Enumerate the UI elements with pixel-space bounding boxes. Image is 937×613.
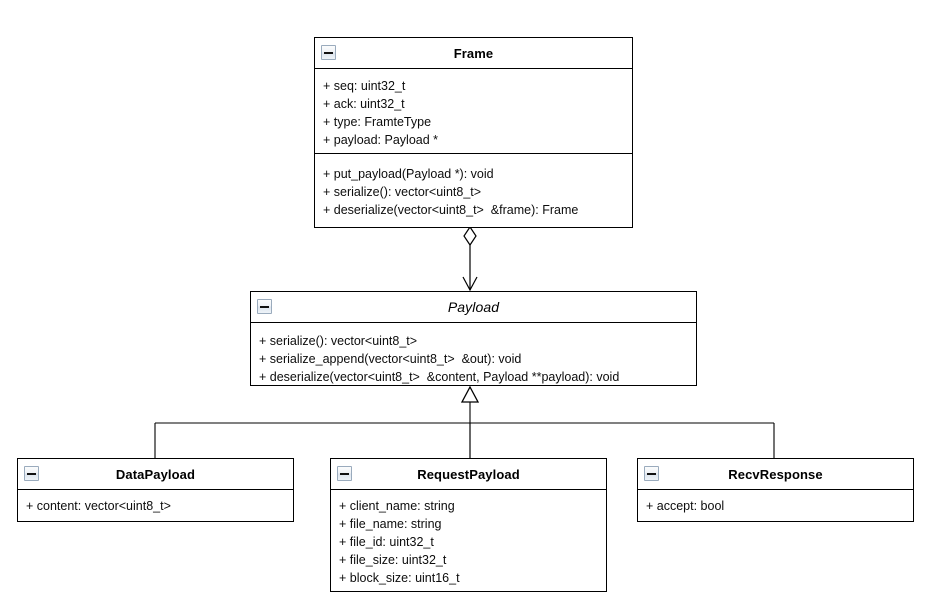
attribute-row: + accept: bool <box>646 499 725 513</box>
class-header-payload: Payload <box>251 292 696 323</box>
method-row: + serialize_append(vector<uint8_t> &out)… <box>259 352 522 366</box>
collapse-minus-icon[interactable] <box>257 299 272 314</box>
attribute-row: + file_name: string <box>339 517 442 531</box>
class-box-datapayload[interactable]: DataPayload + content: vector<uint8_t> <box>17 458 294 522</box>
attributes-compartment-recvresponse: + accept: bool <box>638 490 913 522</box>
method-row: + deserialize(vector<uint8_t> &content, … <box>259 370 620 384</box>
method-row: + put_payload(Payload *): void <box>323 167 494 181</box>
methods-compartment-frame: + put_payload(Payload *): void + seriali… <box>315 153 632 227</box>
class-name-frame: Frame <box>453 45 494 61</box>
attribute-row: + block_size: uint16_t <box>339 571 460 585</box>
attribute-row: + content: vector<uint8_t> <box>26 499 171 513</box>
attribute-row: + file_size: uint32_t <box>339 553 447 567</box>
attribute-row: + seq: uint32_t <box>323 79 406 93</box>
hollow-diamond-icon <box>463 225 477 247</box>
class-header-requestpayload: RequestPayload <box>331 459 606 490</box>
hollow-triangle-icon <box>460 385 480 403</box>
class-name-recvresponse: RecvResponse <box>728 466 823 482</box>
method-row: + serialize(): vector<uint8_t> <box>323 185 482 199</box>
collapse-minus-icon[interactable] <box>644 466 659 481</box>
attributes-compartment-frame: + seq: uint32_t + ack: uint32_t + type: … <box>315 69 632 153</box>
attribute-row: + payload: Payload * <box>323 133 439 147</box>
open-arrow-icon <box>462 276 478 292</box>
attribute-row: + type: FramteType <box>323 115 432 129</box>
class-name-payload: Payload <box>447 298 500 315</box>
class-header-frame: Frame <box>315 38 632 69</box>
collapse-minus-icon[interactable] <box>24 466 39 481</box>
class-box-recvresponse[interactable]: RecvResponse + accept: bool <box>637 458 914 522</box>
methods-compartment-payload: + serialize(): vector<uint8_t> + seriali… <box>251 323 696 386</box>
class-name-datapayload: DataPayload <box>115 466 196 482</box>
attribute-row: + file_id: uint32_t <box>339 535 434 549</box>
class-box-requestpayload[interactable]: RequestPayload + client_name: string + f… <box>330 458 607 592</box>
attribute-row: + ack: uint32_t <box>323 97 405 111</box>
class-header-recvresponse: RecvResponse <box>638 459 913 490</box>
collapse-minus-icon[interactable] <box>321 45 336 60</box>
generalization-tree <box>154 385 775 458</box>
method-row: + serialize(): vector<uint8_t> <box>259 334 418 348</box>
attribute-row: + client_name: string <box>339 499 455 513</box>
attributes-compartment-datapayload: + content: vector<uint8_t> <box>18 490 293 522</box>
class-box-frame[interactable]: Frame + seq: uint32_t + ack: uint32_t + … <box>314 37 633 228</box>
class-box-payload[interactable]: Payload + serialize(): vector<uint8_t> +… <box>250 291 697 386</box>
class-name-requestpayload: RequestPayload <box>417 466 520 482</box>
class-header-datapayload: DataPayload <box>18 459 293 490</box>
aggregation-frame-payload <box>462 225 478 292</box>
collapse-minus-icon[interactable] <box>337 466 352 481</box>
attributes-compartment-requestpayload: + client_name: string + file_name: strin… <box>331 490 606 592</box>
method-row: + deserialize(vector<uint8_t> &frame): F… <box>323 203 579 217</box>
